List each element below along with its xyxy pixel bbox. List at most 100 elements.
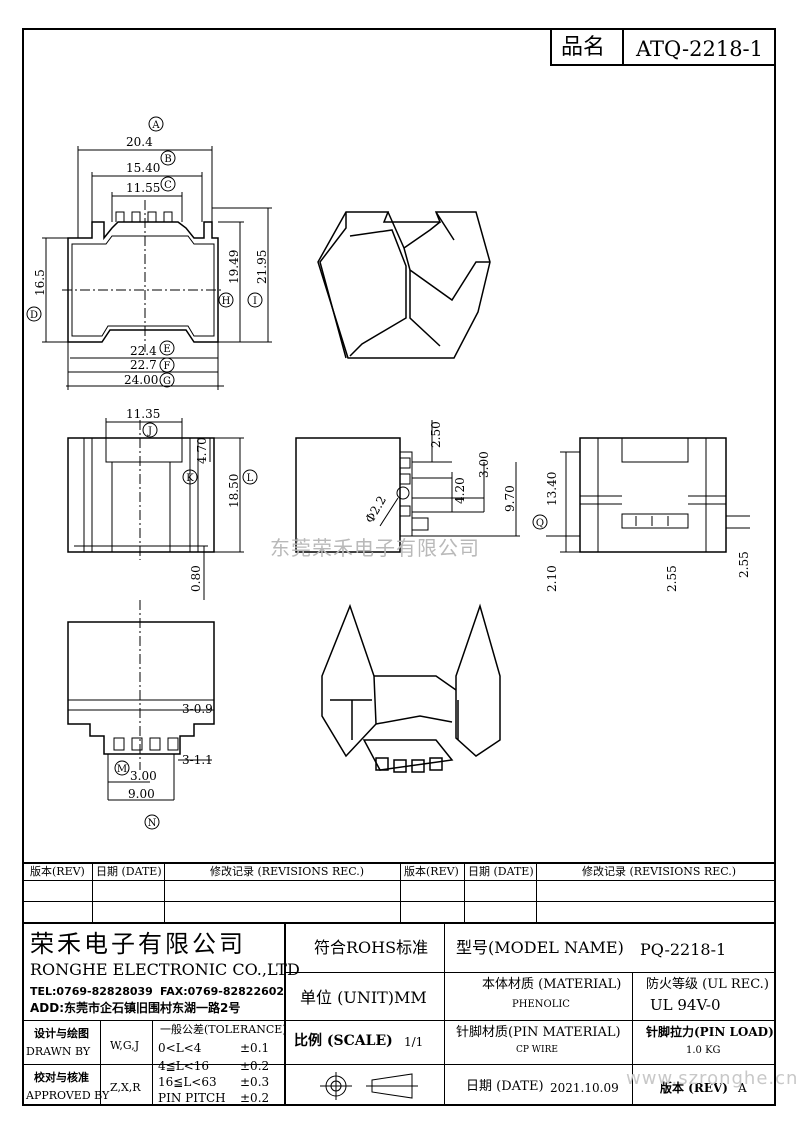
dim-top-a: 20.4 [126,135,153,149]
dim-front-j: 11.35 [126,407,160,421]
revision-table [22,862,776,924]
tolerance-value-1: ±0.1 [240,1041,270,1055]
info-block-line [284,924,286,1106]
date-label: 日期 (DATE) [466,1079,544,1094]
dim-front-l: 18.50 [227,474,241,508]
dim-right-255a: 2.55 [665,565,679,592]
ul-value: UL 94V-0 [650,996,721,1014]
info-block-line [22,1064,284,1065]
dim-top-c: 11.55 [126,181,160,195]
marker-q: Q [536,518,544,529]
rev-value: A [738,1081,747,1095]
revision-col-line [464,862,465,924]
tolerance-range-3: 16≦L<63 [158,1075,217,1089]
tolerance-title: 一般公差(TOLERANCE) [160,1023,287,1036]
marker-n: N [148,818,157,829]
tolerance-value-4: ±0.2 [240,1091,270,1105]
dim-top-h: 19.49 [227,250,241,284]
dim-bottom-311: 3-1.1 [182,753,213,767]
marker-m: M [117,764,127,775]
model-label: 型号(MODEL NAME) [456,938,624,957]
dim-bottom-900: 9.00 [128,787,155,801]
technical-drawing: 20.4 15.40 11.55 16.5 19.49 21.95 22.4 2… [26,116,751,830]
side-view [295,420,520,553]
dim-front-08: 0.80 [189,565,203,592]
scale-value: 1/1 [404,1035,424,1049]
marker-b: B [164,154,171,165]
front-view [67,418,258,600]
company-address: ADD:东莞市企石镇旧围村东湖一路2号 [30,1001,241,1015]
company-name-en: RONGHE ELECTRONIC CO.,LTD [30,960,300,979]
company-tel: TEL:0769-82828039 [30,985,153,998]
tolerance-range-1: 0<L<4 [158,1041,202,1055]
marker-e: E [163,344,170,355]
unit-label: 单位 (UNIT)MM [300,988,427,1007]
title-block [550,28,776,66]
revision-col-line [536,862,537,924]
dim-right-255b: 2.55 [737,551,751,578]
dim-side-phi: Φ2.2 [362,493,389,525]
dim-top-d: 16.5 [33,269,47,296]
dim-top-e: 22.4 [130,344,157,358]
rev-label: 版本 (REV) [660,1081,728,1095]
rev-header-2: 版本(REV) [404,865,459,878]
revision-col-line [92,862,93,924]
marker-k: K [186,473,194,484]
dim-side-300: 3.00 [477,451,491,478]
tolerance-value-2: ±0.2 [240,1059,270,1073]
marker-c: C [164,180,172,191]
pin-material-value: CP WIRE [516,1045,558,1055]
info-block-line [22,1020,284,1021]
rohs-label: 符合ROHS标准 [314,938,429,957]
company-name-cn: 荣禾电子有限公司 [30,930,246,958]
iso-view-2 [321,603,501,773]
company-fax: FAX:0769-82822602 [160,985,285,998]
revision-row-line [22,901,776,902]
marker-f: F [164,361,171,372]
site-watermark: www.szronghe.cn [626,1068,799,1089]
dim-top-g: 24.00 [124,373,158,387]
marker-i: I [253,296,257,307]
drawing-frame [22,28,776,1106]
marker-h: H [222,296,231,307]
model-value: PQ-2218-1 [640,940,727,959]
approved-by-cn: 校对与核准 [34,1071,89,1084]
material-value: PHENOLIC [512,999,570,1010]
dim-side-420: 4.20 [453,477,467,504]
dim-top-b: 15.40 [126,161,160,175]
info-block-line [284,972,776,973]
part-number: ATQ-2218-1 [636,37,764,61]
info-block-line [632,972,633,1106]
marker-l: L [247,473,254,484]
info-block-line [152,1020,153,1106]
dim-side-250: 2.50 [429,421,443,448]
right-view [532,437,750,553]
date-header-2: 日期 (DATE) [468,865,534,878]
bottom-view [67,600,215,830]
material-label: 本体材质 (MATERIAL) [482,977,622,992]
revision-row-line [22,880,776,881]
approved-by-value: Z,X,R [110,1081,141,1094]
company-watermark: 东莞荣禾电子有限公司 [270,536,480,560]
approved-by-en: APPROVED BY [26,1089,110,1102]
projection-symbol [320,1072,418,1100]
ul-label: 防火等级 (UL REC.) [646,977,769,992]
dim-top-f: 22.7 [130,358,157,372]
info-block-line [100,1020,101,1106]
date-value: 2021.10.09 [550,1081,619,1095]
info-block-line [284,1020,776,1021]
scale-label: 比例 (SCALE) [294,1033,393,1049]
drawn-by-en: DRAWN BY [26,1045,91,1058]
marker-a: A [151,120,160,131]
top-view [26,116,272,390]
drawn-by-cn: 设计与绘图 [34,1027,89,1040]
marker-j: J [147,426,152,437]
dim-bottom-300: 3.00 [130,769,157,783]
dim-bottom-309: 3-0.9 [182,702,213,716]
dim-right-1340: 13.40 [545,472,559,506]
marker-d: D [30,310,38,321]
revision-col-line [164,862,165,924]
part-name-label: 品名 [561,35,606,60]
dim-top-i: 21.95 [255,250,269,284]
tolerance-value-3: ±0.3 [240,1075,270,1089]
